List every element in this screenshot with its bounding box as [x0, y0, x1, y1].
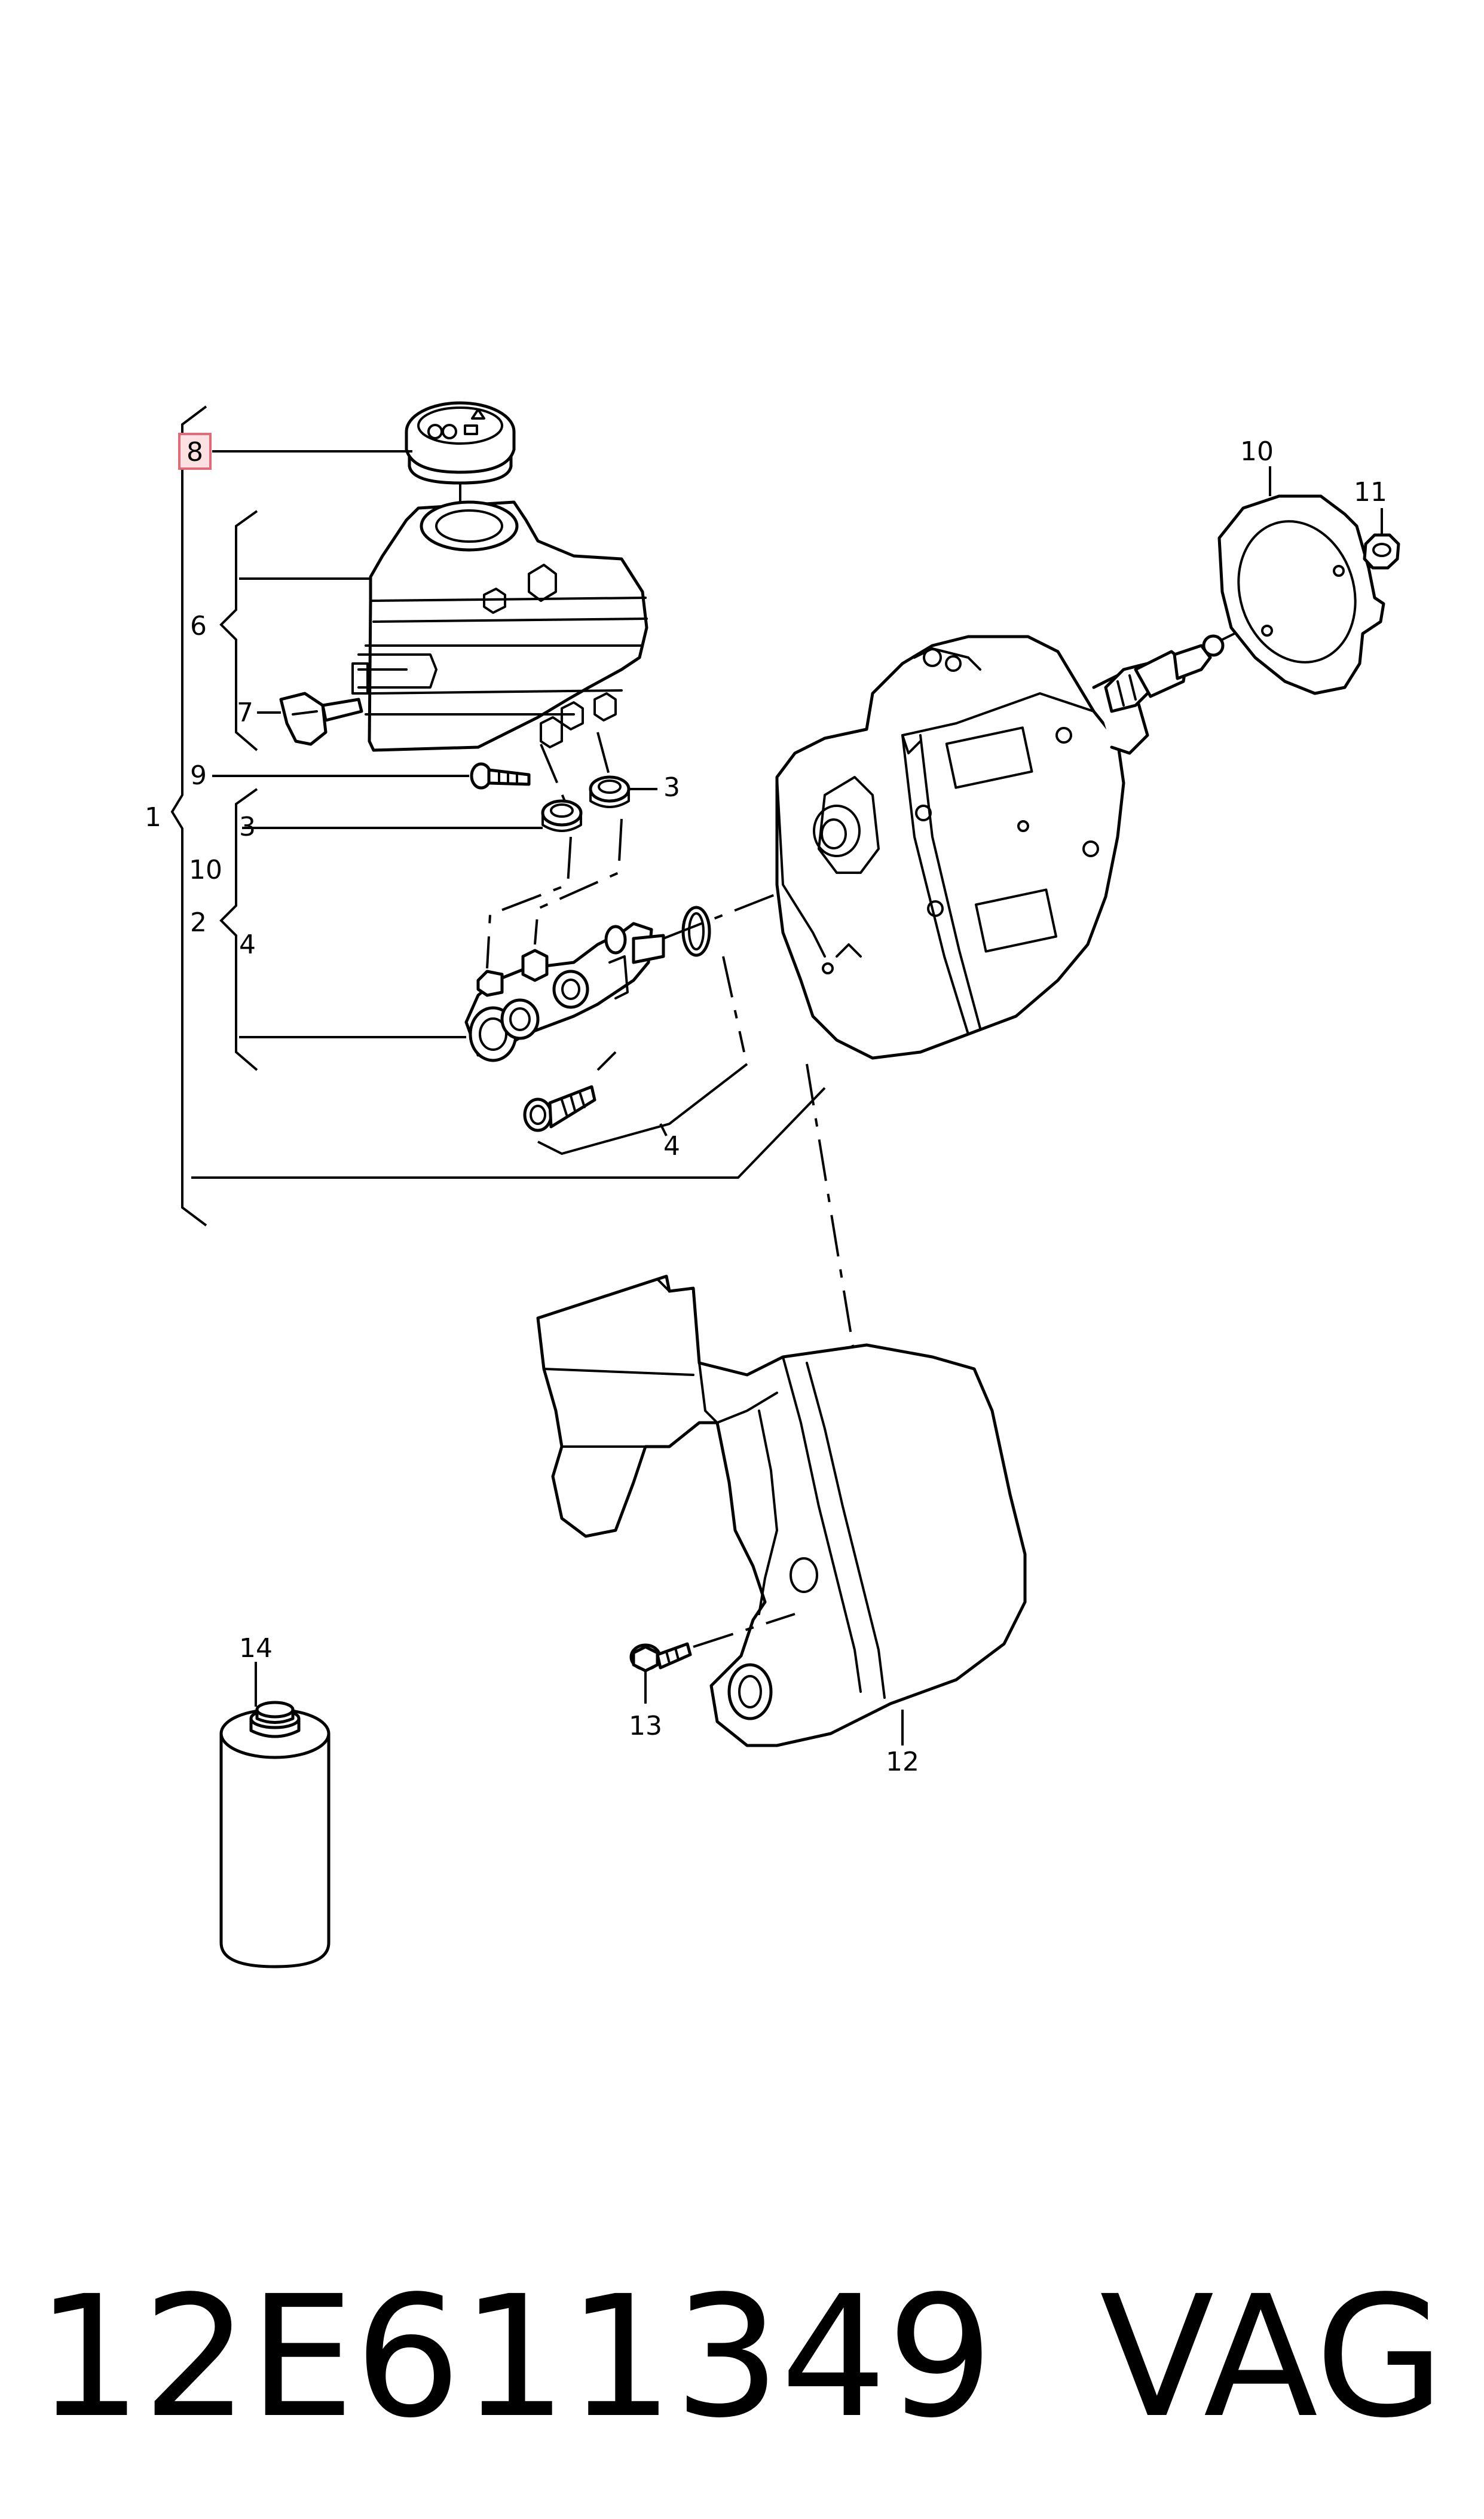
callout-1[interactable]: 1: [145, 802, 161, 833]
screw-9: [470, 762, 531, 790]
push-rod: [1104, 634, 1225, 713]
callout-2[interactable]: 2: [190, 907, 207, 938]
fluid-bottle: [219, 1701, 331, 1968]
callout-8[interactable]: 8: [186, 437, 203, 467]
mounting-bracket: [536, 1274, 1027, 1747]
callout-6[interactable]: 6: [190, 611, 207, 641]
seal-lower: [541, 799, 583, 832]
callout-8-highlight: [178, 433, 212, 470]
brake-fluid-reservoir: [351, 500, 648, 752]
callout-10-right[interactable]: 10: [1240, 436, 1274, 467]
callout-4-left[interactable]: 4: [239, 930, 256, 960]
master-cylinder: [464, 922, 665, 1062]
o-ring: [681, 906, 711, 957]
bolt-13: [629, 1642, 692, 1673]
level-sensor: [279, 692, 363, 746]
seal-upper: [589, 775, 631, 808]
reservoir-cap: [405, 401, 516, 485]
brake-booster: [775, 635, 1149, 1060]
callout-10-left[interactable]: 10: [189, 855, 222, 885]
part-number: 12E611349: [36, 2260, 993, 2455]
bracket-6: [219, 510, 371, 751]
callout-12[interactable]: 12: [886, 1747, 919, 1777]
callout-13[interactable]: 13: [629, 1711, 662, 1741]
callout-9[interactable]: 9: [190, 760, 207, 791]
gasket: [1217, 494, 1385, 695]
callout-3-upper[interactable]: 3: [663, 772, 680, 803]
callout-7[interactable]: 7: [237, 698, 253, 728]
bolt-4: [523, 1085, 596, 1132]
nut-11: [1363, 533, 1400, 570]
callout-4-bottom[interactable]: 4: [663, 1131, 680, 1161]
callout-14[interactable]: 14: [239, 1633, 273, 1664]
brand-label: VAG: [1100, 2260, 1445, 2455]
bracket-1: [170, 405, 826, 1227]
callout-11[interactable]: 11: [1354, 477, 1387, 508]
callout-3-lower[interactable]: 3: [239, 812, 256, 842]
